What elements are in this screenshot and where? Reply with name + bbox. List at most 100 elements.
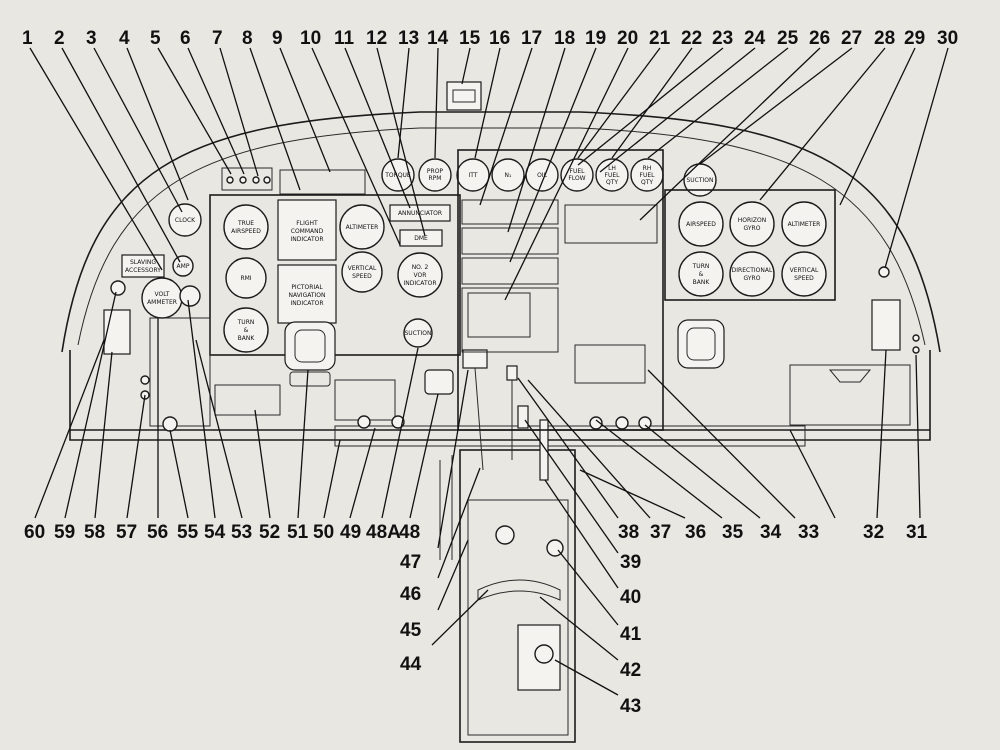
callout-33: 33	[798, 522, 819, 543]
svg-text:N₁: N₁	[505, 172, 512, 179]
svg-text:FLOW: FLOW	[568, 175, 585, 182]
callout-36: 36	[685, 522, 706, 543]
prop-rpm-gauge	[418, 158, 452, 192]
callout-51: 51	[287, 522, 309, 543]
callout-10: 10	[300, 28, 321, 49]
compass-window	[452, 89, 476, 103]
svg-text:BANK: BANK	[693, 279, 711, 286]
svg-text:ITT: ITT	[469, 172, 478, 179]
svg-text:INDICATOR: INDICATOR	[290, 300, 323, 307]
callout-37: 37	[650, 522, 671, 543]
left-rheostat	[162, 416, 178, 432]
callout-1: 1	[22, 28, 33, 49]
svg-text:AIRSPEED: AIRSPEED	[231, 228, 261, 235]
callout-16: 16	[489, 28, 510, 49]
callout-5: 5	[150, 28, 161, 49]
svg-text:VERTICAL: VERTICAL	[790, 267, 819, 274]
switch-group	[221, 167, 273, 191]
callout-60: 60	[24, 522, 45, 543]
svg-text:FUEL: FUEL	[640, 172, 656, 179]
callout-20: 20	[617, 28, 638, 49]
right-oval-vent	[677, 319, 725, 369]
callout-53: 53	[231, 522, 252, 543]
flap-lever	[539, 419, 549, 481]
callout-42: 42	[620, 660, 641, 681]
callout-3: 3	[86, 28, 97, 49]
center-stack	[457, 149, 664, 431]
svg-text:SUCTION: SUCTION	[404, 330, 431, 337]
callout-24: 24	[744, 28, 766, 49]
svg-text:TRUE: TRUE	[237, 220, 254, 227]
callout-46: 46	[400, 584, 421, 605]
callout-55: 55	[177, 522, 199, 543]
torque-gauge	[381, 158, 415, 192]
svg-text:PROP: PROP	[427, 168, 444, 175]
callout-13: 13	[398, 28, 419, 49]
callout-45: 45	[400, 620, 422, 641]
volt-ammeter-gauge	[141, 277, 183, 319]
svg-text:&: &	[244, 327, 249, 334]
true-airspeed-gauge	[223, 204, 269, 250]
svg-text:NO. 2: NO. 2	[412, 264, 429, 271]
svg-text:INDICATOR: INDICATOR	[290, 236, 323, 243]
callouts-bottom: 60 59 58 57 56 55 54 53 52 51 50 49 48A …	[24, 522, 928, 543]
callout-35: 35	[722, 522, 744, 543]
rmi-gauge	[225, 257, 267, 299]
callout-39: 39	[620, 552, 641, 573]
callout-32: 32	[863, 522, 884, 543]
selector-knob	[179, 285, 201, 307]
compartment-handle	[828, 369, 872, 383]
callouts-lower: 47 46 45 44 39 40 41 42 43	[400, 552, 642, 717]
jack-31a	[912, 334, 920, 342]
svg-text:SPEED: SPEED	[794, 275, 814, 282]
callout-12: 12	[366, 28, 387, 49]
power-lever-knob	[462, 349, 488, 369]
svg-text:VOR: VOR	[414, 272, 427, 279]
svg-text:GYRO: GYRO	[744, 225, 761, 232]
callout-38: 38	[618, 522, 639, 543]
right-vent	[871, 299, 901, 351]
vent-control	[289, 371, 331, 387]
knob-49	[391, 415, 405, 429]
dme-indicator	[399, 229, 443, 247]
pictorial-navigation-indicator	[277, 264, 337, 324]
callout-8: 8	[242, 28, 253, 49]
callout-7: 7	[212, 28, 223, 49]
glareshield-inner	[77, 127, 926, 346]
svg-text:ALTIMETER: ALTIMETER	[346, 224, 379, 231]
callout-58: 58	[84, 522, 105, 543]
callout-41: 41	[620, 624, 642, 645]
right-radio-slot	[564, 204, 658, 244]
callout-15: 15	[459, 28, 481, 49]
prop-lever-knob	[506, 365, 518, 381]
turn-bank-left-gauge	[223, 307, 269, 353]
callout-28: 28	[874, 28, 895, 49]
directional-gyro-gauge	[729, 251, 775, 297]
callout-21: 21	[649, 28, 671, 49]
svg-text:LH: LH	[608, 165, 616, 172]
right-flight-panel	[664, 189, 836, 301]
svg-text:SLAVING: SLAVING	[130, 259, 156, 266]
amp-gauge	[172, 255, 194, 277]
svg-text:QTY: QTY	[641, 179, 653, 186]
svg-text:RPM: RPM	[429, 175, 442, 182]
svg-text:CLOCK: CLOCK	[175, 217, 196, 224]
pedestal-knob	[534, 644, 554, 664]
svg-text:ALTIMETER: ALTIMETER	[788, 221, 821, 228]
callout-19: 19	[585, 28, 606, 49]
callout-30: 30	[937, 28, 958, 49]
panel-bottom-strip	[334, 425, 806, 447]
svg-text:RH: RH	[643, 165, 652, 172]
panel-outline	[69, 350, 931, 441]
callout-23: 23	[712, 28, 733, 49]
condition-lever	[517, 405, 529, 429]
callout-26: 26	[809, 28, 830, 49]
vertical-speed-right-gauge	[781, 251, 827, 297]
leader-lines-bottom	[34, 291, 921, 696]
svg-text:COMMAND: COMMAND	[291, 228, 324, 235]
left-oval-vent	[284, 321, 336, 371]
callout-11: 11	[334, 28, 355, 49]
svg-text:DIRECTIONAL: DIRECTIONAL	[732, 267, 773, 274]
suction-left-gauge	[403, 318, 433, 348]
svg-text:TORQUE: TORQUE	[384, 172, 411, 179]
